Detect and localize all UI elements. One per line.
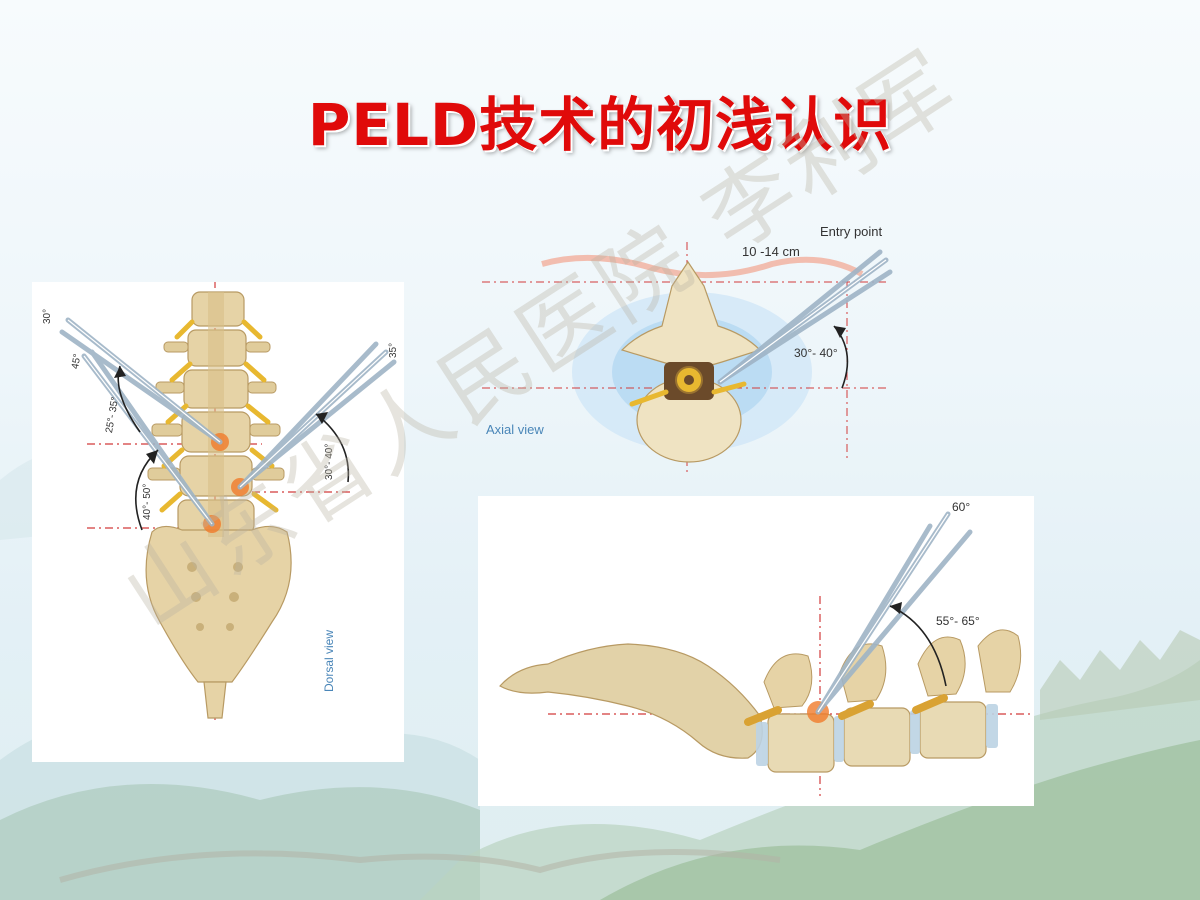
dorsal-angle-40-50-label: 40°- 50° [142,483,153,520]
entry-point-label: Entry point [820,224,883,239]
lateral-view-figure: 60° 55°- 65° [478,496,1034,806]
dorsal-angle-30-40-label: 30°- 40° [324,443,335,480]
axial-angle-label: 30°- 40° [794,346,838,360]
axial-vertebra-illustration [482,242,893,472]
dorsal-angle-35-label: 35° [388,342,399,358]
distance-label: 10 -14 cm [742,244,800,259]
dorsal-angle-30-label: 30° [42,308,53,324]
dorsal-view-label: Dorsal view [322,629,336,692]
dorsal-spine-illustration [59,282,397,722]
axial-view-label: Axial view [486,422,544,437]
dorsal-view-figure: 30° 45° 25°- 35° 40°- 50° 35° 30°- 40° D… [32,282,404,762]
slide-title: PELD技术的初浅认识 [307,91,893,159]
lateral-spine-illustration [499,511,1034,796]
lateral-angle-55-65-label: 55°- 65° [936,614,980,628]
lateral-angle-60-label: 60° [952,500,971,514]
axial-view-figure: Entry point 10 -14 cm 30°- 40° Axial vie… [482,222,896,478]
